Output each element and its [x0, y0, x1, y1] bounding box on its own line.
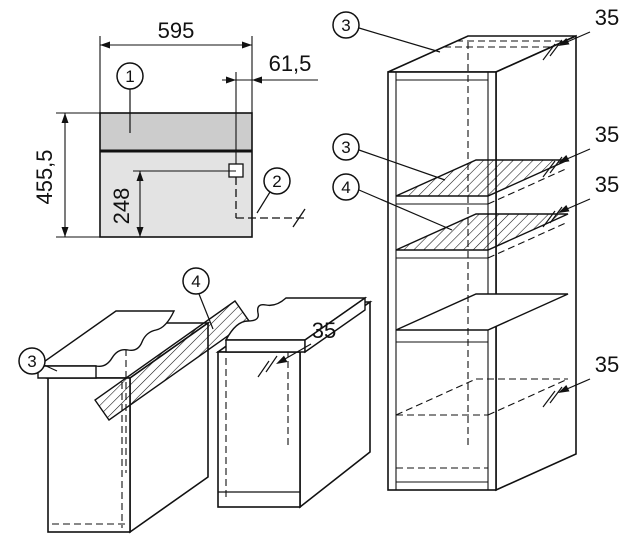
- right-worktop: [224, 296, 368, 354]
- tall-cabinet-hidden-lines: [395, 40, 569, 469]
- tall-cabinet-inner-lines: [395, 72, 489, 490]
- dim-niche-height: 455,5: [32, 112, 100, 238]
- dim-label-socket-offset: 61,5: [269, 51, 312, 76]
- dim-label-socket-height: 248: [109, 188, 134, 225]
- callout-2-leader: [256, 191, 271, 214]
- callout-4-label: 4: [341, 178, 350, 197]
- callout-2-circle: [263, 167, 291, 195]
- gap-tick: [257, 360, 270, 378]
- callout-3-leader: [358, 27, 441, 53]
- arrowhead-left: [100, 41, 110, 49]
- callout-4-leader: [358, 189, 453, 231]
- callout-4-circle: [332, 173, 360, 201]
- gap-tick: [265, 355, 278, 373]
- arrowhead-down-left: [276, 355, 288, 364]
- callout-4-tall: 4: [332, 173, 453, 231]
- callout-3-leader: [43, 364, 58, 372]
- tall-cabinet-side-face: [495, 34, 577, 492]
- arrowhead-right: [226, 76, 236, 84]
- tall-cabinet-shelves: [395, 159, 569, 343]
- gap-tick: [542, 210, 556, 228]
- callout-3-leader: [358, 149, 446, 181]
- callout-3-label: 3: [27, 352, 36, 371]
- right-worktop-front: [225, 339, 306, 353]
- gap-tick: [542, 160, 556, 178]
- gap-tick: [549, 206, 563, 224]
- callout-4-label: 4: [191, 272, 200, 291]
- gap-tick: [549, 386, 563, 404]
- niche-back-panel: [100, 151, 252, 237]
- gap-tick: [549, 156, 563, 174]
- arrowhead-down-left: [558, 155, 570, 163]
- appliance-front-panel: [100, 113, 252, 151]
- callout-3-circle: [332, 133, 360, 161]
- dim-niche-width: 595: [99, 18, 253, 113]
- lower-shelf-hatched: [395, 213, 569, 251]
- right-worktop-top: [224, 297, 368, 341]
- power-connection-line: [235, 177, 306, 228]
- arrowhead-left: [252, 76, 262, 84]
- arrowhead-down-left: [558, 205, 570, 213]
- dim-vent-gap-upper: 35: [542, 122, 619, 178]
- front-niche-view: 595 61,5 455,5 248: [32, 18, 318, 238]
- dim-vent-gap-lower: 35: [542, 352, 619, 408]
- cable-break-slash: [292, 208, 306, 228]
- left-worktop-top: [35, 310, 176, 368]
- arrowhead-down: [61, 227, 69, 237]
- base-cabinets-view: 35 3 4: [18, 267, 373, 534]
- arrowhead-up: [136, 171, 144, 181]
- callout-4-circle: [182, 267, 210, 295]
- arrowhead-down-left: [558, 385, 570, 393]
- dim-label-vent-gap-upper: 35: [595, 122, 619, 147]
- arrowhead-right: [242, 41, 252, 49]
- dim-label-niche-height: 455,5: [32, 149, 57, 204]
- callout-3-label: 3: [341, 138, 350, 157]
- left-worktop-front: [37, 365, 97, 379]
- dim-vent-gap-top: 35: [542, 5, 619, 61]
- callout-4-leader: [198, 293, 214, 330]
- arrowhead-up: [61, 113, 69, 123]
- gap-tick: [549, 39, 563, 57]
- gap-tick: [542, 43, 556, 61]
- niche-outline: [99, 112, 253, 238]
- tall-cabinet-frame: [387, 34, 577, 492]
- dim-label-vent-gap-lower: 35: [595, 352, 619, 377]
- callout-1-label: 1: [125, 67, 134, 86]
- dim-socket-height: 248: [109, 170, 236, 237]
- callout-3-tall-mid: 3: [332, 133, 446, 181]
- gap-tick: [542, 390, 556, 408]
- callout-3-circle: [332, 11, 360, 39]
- callout-2-label: 2: [272, 172, 281, 191]
- callout-4-base: 4: [182, 267, 214, 330]
- callout-1-circle: [116, 62, 144, 90]
- callout-3-circle: [18, 347, 46, 375]
- dim-label-niche-width: 595: [158, 18, 195, 43]
- dim-socket-offset: 61,5: [222, 51, 318, 164]
- arrowhead-down: [136, 227, 144, 237]
- tall-cabinet-front-face: [387, 71, 497, 491]
- callout-2: 2: [256, 167, 291, 214]
- dim-vent-gap-mid: 35: [542, 172, 619, 228]
- dim-label-vent-gap-mid: 35: [595, 172, 619, 197]
- callout-1: 1: [116, 62, 144, 133]
- callout-3-label: 3: [341, 16, 350, 35]
- callout-3-base: 3: [18, 347, 58, 375]
- niche-bottom-shelf: [395, 293, 569, 331]
- dim-label-vent-gap-top: 35: [595, 5, 619, 30]
- tall-cabinet-view: 35 35 35 35 3: [332, 5, 619, 492]
- arrowhead-down-left: [558, 38, 570, 46]
- callout-3-tall-top: 3: [332, 11, 441, 53]
- dim-worktop-gap: 35: [257, 318, 336, 378]
- dim-label-worktop-gap: 35: [312, 318, 336, 343]
